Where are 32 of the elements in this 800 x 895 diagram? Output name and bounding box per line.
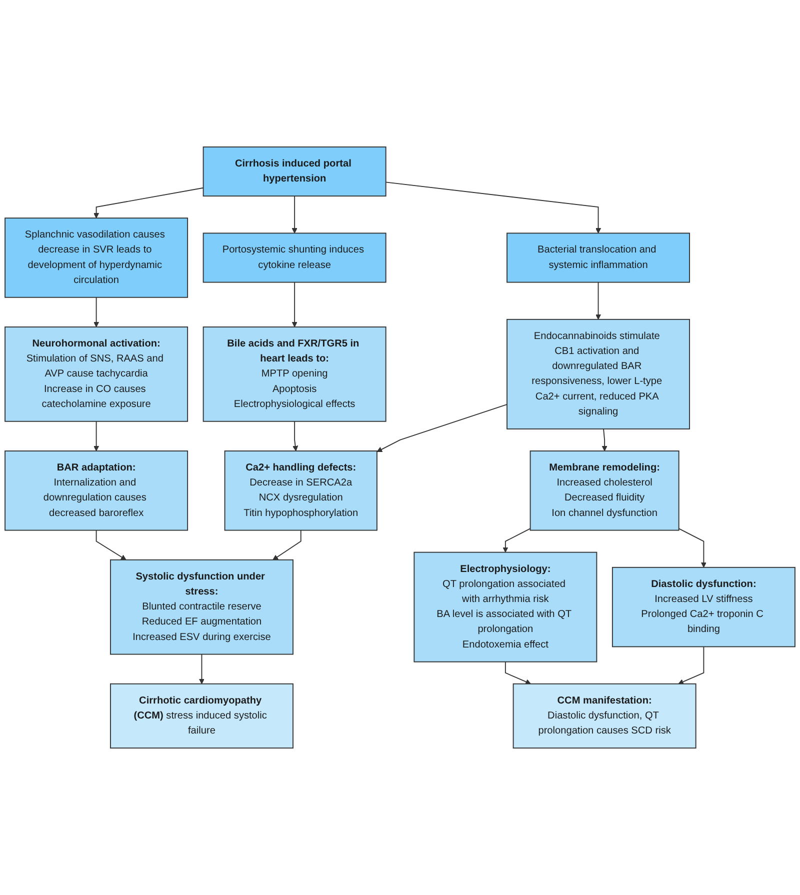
arrow [292,196,298,234]
arrow [96,530,126,560]
node-box: Neurohormonal activation: Stimulation of SNS, RAAS and AVP cause tachycardia Increase in CO causes catecholamine exposure [4,326,188,422]
node-box: Membrane remodeling: Increased cholesterol Decreased fluidity Ion channel dysfunction [530,450,680,531]
arrow [94,420,100,452]
arrow [678,528,706,568]
arrow [292,282,298,328]
arrow [198,654,204,684]
arrow [376,404,508,452]
arrow [292,420,298,452]
arrow [602,428,608,452]
node-box: Electrophysiology: QT prolongation associated with arrhythmia risk BA level is associated with QT prolongation Endotoxemia effect [414,552,598,662]
arrow [502,528,531,553]
arrow [385,182,602,234]
node-box: Bacterial translocation and systemic inflammation [506,232,690,283]
arrow [94,296,100,328]
node-box: Splanchnic vasodilation causes decrease in SVR leads to development of hyperdynamic circulation [4,218,188,298]
arrow [94,187,204,218]
node-box: Systolic dysfunction under stress: Blunted contractile reserve Reduced EF augmentation Increased ESV during exercise [110,559,294,655]
node-box: Ca2+ handling defects: Decrease in SERCA2a NCX dysregulation Titin hypophosphorylation [224,450,378,531]
node-box: Diastolic dysfunction: Increased LV stiffness Prolonged Ca2+ troponin C binding [612,566,796,648]
node-box: Bile acids and FXR/TGR5 in heart leads to: MPTP opening Apoptosis Electrophysiological effects [202,326,386,422]
node-box: Endocannabinoids stimulate CB1 activation and downregulated BAR responsiveness, lower L-type Ca2+ current, reduced PKA signaling [506,318,690,430]
arrow [272,530,302,560]
node-box: BAR adaptation: Internalization and downregulation causes decreased baroreflex [4,450,188,531]
arrow [504,661,531,684]
node-box: Cirrhotic cardiomyopathy (CCM) stress induced systolic failure [110,683,294,749]
node-box: Portosystemic shunting induces cytokine release [202,232,386,283]
node-box: Cirrhosis induced portal hypertension [202,146,386,197]
arrow [596,282,602,320]
arrow [678,646,704,684]
node-box: CCM manifestation: Diastolic dysfunction, QT prolongation causes SCD risk [512,683,696,749]
